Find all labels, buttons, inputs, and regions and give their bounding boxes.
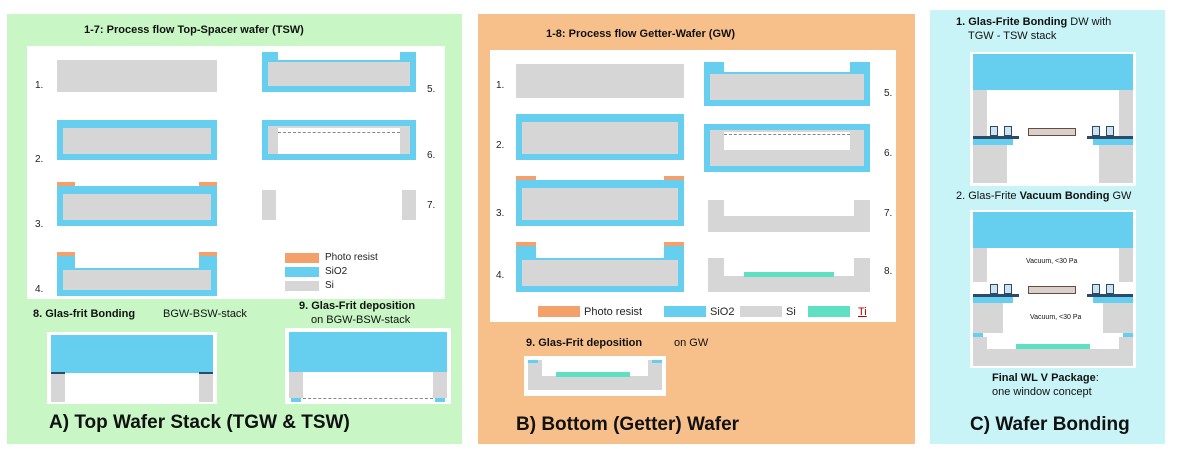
panel-wafer-bonding: 1. Glas-Frite Bonding DW with TGW - TSW … — [930, 10, 1165, 444]
panel-b-subtitle: 1-8: Process flow Getter-Wafer (GW) — [546, 28, 736, 40]
wafer-step-7 — [262, 190, 416, 220]
step-number: 3. — [35, 219, 44, 230]
step-1-line2: TGW - TSW stack — [968, 30, 1057, 42]
legend-label: Si — [786, 306, 796, 318]
step-2-pre: 2. Glas-Frite — [956, 190, 1017, 202]
final-colon: : — [1095, 372, 1099, 384]
step-2-post: GW — [1112, 190, 1132, 202]
legend-label: SiO2 — [710, 306, 735, 318]
legend-label: Si — [325, 280, 334, 291]
legend-swatch-ti — [808, 306, 850, 317]
step-number: 6. — [427, 150, 436, 161]
step-9-box — [524, 356, 666, 396]
panel-a-process-box: 1. 2. 3. 4. 5. 6. 7. — [27, 46, 445, 299]
legend-swatch-si — [740, 306, 782, 317]
step-9-title: 9. Glas-Frit deposition — [299, 300, 416, 312]
wafer-step-1 — [516, 64, 684, 98]
step-1-rest: DW with — [1070, 16, 1112, 28]
wafer-step-4 — [516, 242, 684, 292]
panel-b-caption: B) Bottom (Getter) Wafer — [516, 414, 740, 435]
panel-a-caption: A) Top Wafer Stack (TGW & TSW) — [49, 412, 350, 433]
legend-label: Photo resist — [325, 252, 378, 263]
step-number: 6. — [884, 148, 893, 159]
final-bold: Final WL V Package — [992, 372, 1096, 384]
step-9-subtitle: on BGW-BSW-stack — [311, 314, 411, 326]
final-line2: one window concept — [992, 386, 1092, 398]
step-number: 2. — [35, 154, 44, 165]
wafer-step-5 — [704, 62, 870, 106]
step-number: 7. — [427, 200, 436, 211]
wafer-step-2 — [57, 120, 217, 160]
step-number: 4. — [496, 270, 505, 281]
step-number: 7. — [884, 208, 893, 219]
step-2-label: 2. Glas-Frite Vacuum Bonding GW — [956, 190, 1131, 202]
step-2-diagram: Vacuum, <30 Pa Vacuum, <30 Pa — [970, 210, 1136, 368]
vacuum-label-upper: Vacuum, <30 Pa — [1026, 258, 1078, 265]
step-number: 5. — [427, 84, 436, 95]
legend-swatch-sio2 — [285, 267, 319, 277]
step-2-bold: Vacuum Bonding — [1019, 190, 1110, 202]
step-1-diagram — [970, 52, 1136, 186]
step-number: 3. — [496, 208, 505, 219]
step-8-box — [47, 332, 217, 404]
panel-c-caption: C) Wafer Bonding — [970, 414, 1130, 435]
wafer-step-3 — [57, 182, 217, 226]
step-9-box — [285, 328, 451, 404]
step-number: 2. — [496, 140, 505, 151]
panel-a-subtitle: 1-7: Process flow Top-Spacer wafer (TSW) — [84, 24, 304, 36]
legend-swatch-sio2 — [664, 306, 706, 317]
legend-label: Ti — [858, 306, 867, 318]
step-8-title: 8. Glas-frit Bonding — [33, 308, 136, 320]
wafer-step-7 — [708, 200, 870, 232]
panel-bottom-getter-wafer: 1-8: Process flow Getter-Wafer (GW) 1. 2… — [478, 14, 915, 444]
final-package-label: Final WL V Package: — [992, 372, 1099, 384]
panel-top-wafer-stack: 1-7: Process flow Top-Spacer wafer (TSW)… — [7, 14, 462, 444]
wafer-step-4 — [57, 252, 217, 296]
legend-label: Photo resist — [584, 306, 643, 318]
step-8-subtitle: BGW-BSW-stack — [163, 308, 247, 320]
panel-b-process-box: 1. 2. 3. 4. 5. 6. 7. 8. — [490, 50, 896, 322]
vacuum-label-lower: Vacuum, <30 Pa — [1030, 314, 1082, 321]
step-1-label: 1. Glas-Frite Bonding DW with — [956, 16, 1111, 28]
step-9-subtitle: on GW — [674, 337, 709, 349]
legend-label: SiO2 — [325, 266, 348, 277]
wafer-step-1 — [57, 60, 217, 92]
legend-swatch-photo-resist — [285, 253, 319, 263]
wafer-step-5 — [262, 52, 416, 92]
legend-swatch-photo-resist — [538, 306, 580, 317]
step-number: 8. — [884, 266, 893, 277]
step-1-bold: 1. Glas-Frite Bonding — [956, 16, 1068, 28]
step-9-title: 9. Glas-Frit deposition — [526, 337, 643, 349]
step-number: 4. — [35, 284, 44, 295]
step-number: 5. — [884, 88, 893, 99]
wafer-step-8 — [708, 258, 870, 292]
wafer-step-3 — [516, 176, 684, 226]
step-number: 1. — [35, 80, 44, 91]
wafer-step-6 — [704, 124, 870, 172]
wafer-step-2 — [516, 114, 684, 160]
wafer-step-6 — [262, 120, 416, 160]
legend-swatch-si — [285, 281, 319, 291]
step-number: 1. — [496, 80, 505, 91]
